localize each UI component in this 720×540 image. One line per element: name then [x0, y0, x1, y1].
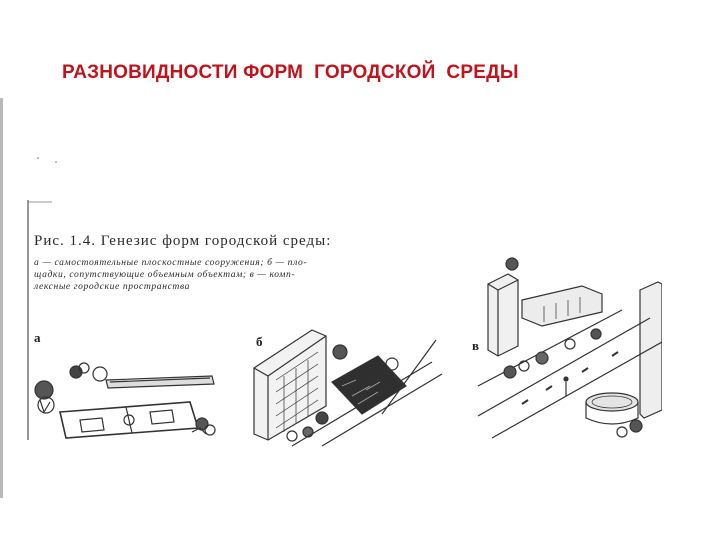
figure-caption-title: Рис. 1.4. Генезис форм городской среды:: [34, 233, 332, 249]
panel-a-drawing: [34, 362, 216, 439]
figure-illustration: [27, 157, 662, 447]
left-divider: [0, 98, 3, 498]
figure-caption-line: а — самостоятельные плоскостные сооружен…: [34, 257, 308, 268]
panel-c-drawing: [477, 257, 662, 439]
figure-caption-line: лексные городские пространства: [34, 281, 191, 292]
panel-label-v: в: [472, 338, 480, 353]
slide-title: РАЗНОВИДНОСТИ ФОРМ ГОРОДСКОЙ СРЕДЫ: [62, 62, 519, 83]
panel-b-drawing: [253, 329, 443, 447]
panel-label-b: б: [256, 334, 263, 349]
panel-label-a: а: [34, 330, 41, 345]
figure-caption-line: щадки, сопутствующие объемным объектам; …: [34, 269, 296, 280]
